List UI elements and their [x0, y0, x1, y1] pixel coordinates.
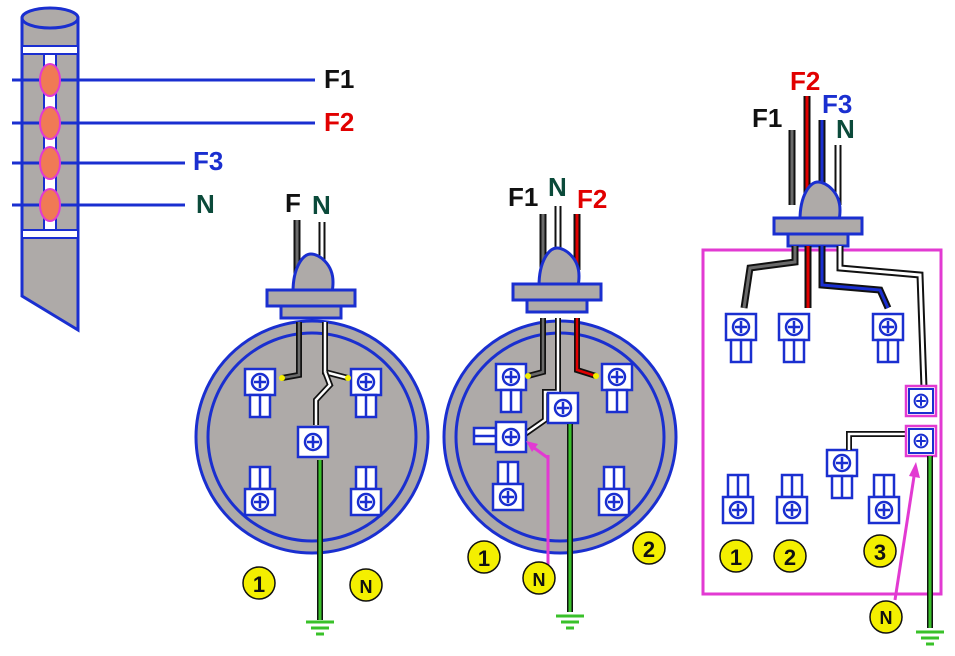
meter2-label-f1: F1 [508, 182, 538, 212]
meter3-ground-icon [914, 630, 946, 646]
meter3-terminal-3 [867, 473, 901, 525]
meter3-terminal-f3 [871, 312, 905, 364]
pole-line-f1: F1 [12, 64, 354, 94]
meter2-badge-2: 2 [643, 537, 655, 562]
meter3-neutral-top [907, 387, 935, 415]
meter3-terminal-2 [775, 473, 809, 525]
meter1-terminal-4 [349, 465, 383, 517]
meter2-terminal-2 [600, 362, 634, 414]
meter2-terminal-3 [491, 460, 525, 512]
meter3-terminal-n [825, 448, 859, 500]
meter1-terminal-2 [349, 367, 383, 419]
meter1-bushing [265, 252, 357, 320]
meter3-label-f1: F1 [752, 103, 782, 133]
meter3-bushing [772, 180, 864, 248]
meter1-label-f: F [285, 188, 301, 218]
meter2-neutral-terminal [546, 391, 580, 425]
meter3-neutral-bottom [907, 427, 935, 455]
meter1-badge-n: N [360, 577, 373, 597]
meter2-label-n: N [548, 172, 567, 202]
pole-line-f2: F2 [12, 107, 354, 137]
meter2-ground-icon [554, 614, 586, 630]
meter3-terminal-f2 [777, 312, 811, 364]
meter1-neutral-terminal [296, 425, 330, 459]
pole-label-f3: F3 [193, 146, 223, 176]
meter2-badge-1: 1 [478, 546, 490, 571]
meter2-bushing [511, 246, 603, 314]
meter2-terminal-1 [494, 362, 528, 414]
pole-label-f1: F1 [324, 64, 354, 94]
pole-label-n: N [196, 189, 215, 219]
meter2-badge-n: N [533, 570, 546, 590]
meter1-terminal-1 [243, 367, 277, 419]
meter1-badge-1: 1 [253, 572, 265, 597]
meter1-terminal-3 [243, 465, 277, 517]
meter3-badge-3: 3 [874, 540, 886, 565]
meter2-neutral-bridge [494, 420, 528, 454]
meter-single-phase: F N 1 N [194, 188, 430, 636]
meter3-terminal-1 [721, 473, 755, 525]
meter3-label-f2: F2 [790, 66, 820, 96]
insulators [39, 63, 61, 222]
meter3-label-n: N [836, 114, 855, 144]
meter-three-phase: F1 F2 F3 N [701, 66, 946, 646]
meter-two-phase: F1 N F2 [442, 172, 678, 630]
meter3-badge-2: 2 [784, 545, 796, 570]
meter2-label-f2: F2 [577, 184, 607, 214]
meter3-badge-n: N [880, 608, 893, 628]
meter3-label-f3: F3 [822, 89, 852, 119]
pole-label-f2: F2 [324, 107, 354, 137]
meter2-terminal-4 [597, 465, 631, 517]
meter1-ground-icon [304, 620, 336, 636]
meter1-label-n: N [312, 190, 331, 220]
meter3-badge-1: 1 [730, 545, 742, 570]
meter3-terminal-f1 [724, 312, 758, 364]
